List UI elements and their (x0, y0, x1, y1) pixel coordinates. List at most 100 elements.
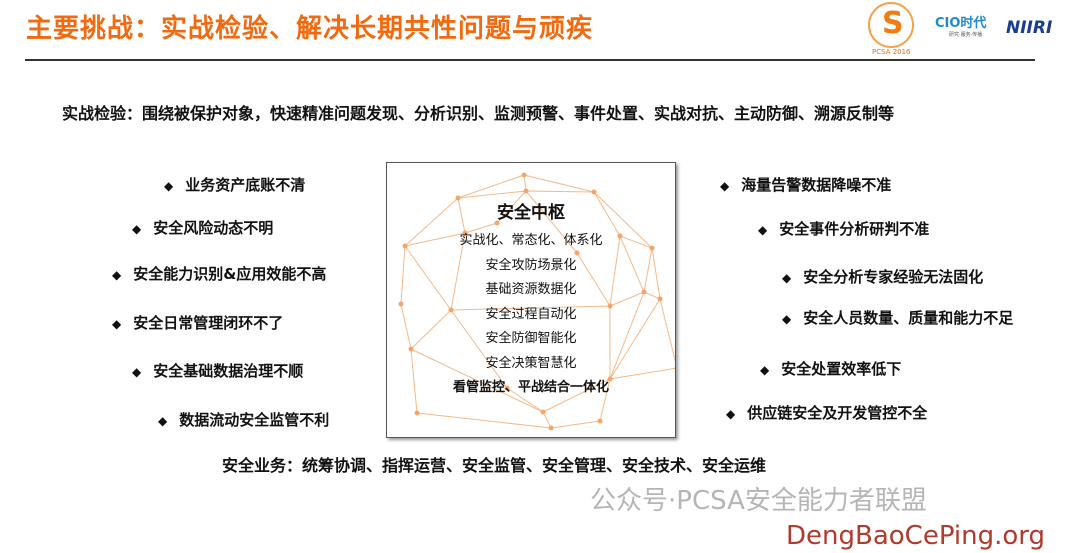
network-node (540, 409, 546, 415)
network-node (402, 243, 408, 249)
network-node (607, 303, 613, 309)
network-edge (410, 348, 544, 413)
challenge-item: ◆ 业务资产底账不清 (164, 176, 305, 194)
network-edge (609, 291, 645, 380)
challenge-text: 安全处置效率低下 (781, 360, 902, 378)
network-node (674, 366, 675, 370)
network-node (494, 220, 500, 226)
diamond-bullet-icon: ◆ (726, 407, 736, 421)
challenge-item: ◆安全风险动态不明 (132, 219, 273, 237)
network-node (398, 301, 404, 307)
network-edge (457, 197, 466, 234)
network-node (607, 376, 613, 382)
network-node (657, 296, 663, 302)
challenge-text: 业务资产底账不清 (185, 176, 306, 194)
network-edge (464, 222, 498, 234)
pcsa-logo-caption: PCSA 2016 (872, 48, 911, 56)
network-edge (609, 291, 645, 307)
network-node (462, 230, 468, 236)
challenge-text: 安全分析专家经验无法固化 (803, 268, 984, 286)
network-graphic (398, 172, 675, 431)
diamond-bullet-icon: ◆ (720, 179, 730, 193)
network-node (617, 233, 623, 239)
cio-logo-text: CIO时代 (935, 16, 987, 31)
network-node (523, 188, 529, 194)
network-edge (609, 367, 675, 380)
pcsa-logo: S (868, 2, 914, 48)
challenge-text: 数据流动安全监管不利 (179, 411, 330, 429)
network-edge (609, 298, 661, 380)
network-edge (550, 420, 601, 429)
diamond-bullet-icon: ◆ (164, 179, 174, 193)
network-node (574, 250, 580, 256)
diamond-bullet-icon: ◆ (782, 271, 792, 285)
title-divider (25, 59, 1035, 61)
network-node (521, 172, 527, 178)
network-edge (643, 291, 661, 300)
challenge-item: ◆ 安全事件分析研判不准 (758, 220, 929, 238)
network-edge (506, 387, 544, 413)
network-node (591, 189, 597, 195)
cio-logo-subtitle: 研究·服务·传播 (949, 31, 983, 38)
diamond-bullet-icon: ◆ (760, 363, 770, 377)
diamond-bullet-icon: ◆ (112, 317, 122, 331)
hub-line: 看管监控、平战结合一体化 (452, 380, 609, 395)
challenge-text: 安全能力识别&应用效能不高 (133, 265, 327, 283)
network-edge (523, 174, 595, 193)
lead-statement: 实战检验：围绕被保护对象，快速精准问题发现、分析识别、监测预警、事件处置、实战对… (62, 104, 895, 123)
network-edge (609, 235, 621, 307)
challenge-text: 安全日常管理闭环不了 (133, 314, 284, 332)
hub-line: 安全决策智慧化 (485, 355, 577, 371)
network-edge (400, 245, 406, 305)
hub-line: 实战化、常态化、体系化 (459, 233, 603, 248)
network-edge (404, 197, 459, 247)
network-node (641, 289, 647, 295)
network-node (414, 410, 420, 416)
network-edge (404, 245, 452, 311)
watermark: 公众号·PCSA安全能力者联盟 (590, 486, 927, 516)
diamond-bullet-icon: ◆ (758, 223, 768, 237)
diamond-bullet-icon: ◆ (112, 268, 122, 282)
network-node (448, 307, 454, 313)
network-edge (525, 190, 595, 193)
network-edge (450, 309, 508, 389)
challenge-item: ◆数据流动安全监管不利 (158, 411, 329, 429)
network-node (649, 245, 655, 251)
hub-line: 安全攻防场景化 (485, 257, 577, 273)
diamond-bullet-icon: ◆ (132, 365, 142, 379)
network-edge (400, 303, 412, 350)
challenge-text: 安全基础数据治理不顺 (153, 362, 304, 380)
challenge-text: 供应链安全及开发管控不全 (747, 404, 928, 422)
network-edge (457, 174, 525, 199)
diamond-bullet-icon: ◆ (132, 222, 142, 236)
challenge-item: ◆ 海量告警数据降噪不准 (720, 176, 891, 194)
network-edge (619, 235, 653, 249)
network-edge (410, 309, 452, 350)
network-edge (410, 348, 418, 414)
challenge-item: ◆ 安全能力识别&应用效能不高 (112, 265, 326, 283)
network-edge (404, 232, 466, 247)
challenge-item: ◆ 安全基础数据治理不顺 (132, 362, 303, 380)
challenge-text: 安全事件分析研判不准 (779, 220, 930, 238)
network-edge (593, 191, 653, 249)
page-title: 主要挑战：实战检验、解决长期共性问题与顽疾 (26, 14, 594, 44)
challenge-text: 海量告警数据降噪不准 (741, 176, 892, 194)
network-edge (525, 190, 578, 254)
challenge-item: ◆安全人员数量、质量和能力不足 (782, 309, 1013, 327)
hub-line: 安全防御智能化 (485, 331, 577, 346)
niiri-logo: NIIRI (1006, 18, 1053, 38)
hub-title: 安全中枢 (497, 203, 565, 223)
network-edge (416, 412, 552, 429)
diamond-bullet-icon: ◆ (782, 312, 792, 326)
hub-line: 基础资源数据化 (485, 282, 577, 297)
network-edge (457, 190, 527, 199)
network-node (597, 418, 603, 424)
network-edge (450, 232, 466, 311)
network-edge (542, 411, 552, 429)
site-watermark: DengBaoCePing.org (786, 521, 1046, 551)
challenge-item: ◆ 供应链安全及开发管控不全 (726, 404, 927, 422)
network-edge (659, 298, 675, 362)
network-edge (576, 252, 611, 307)
network-edge (651, 247, 661, 300)
network-edge (593, 191, 621, 237)
